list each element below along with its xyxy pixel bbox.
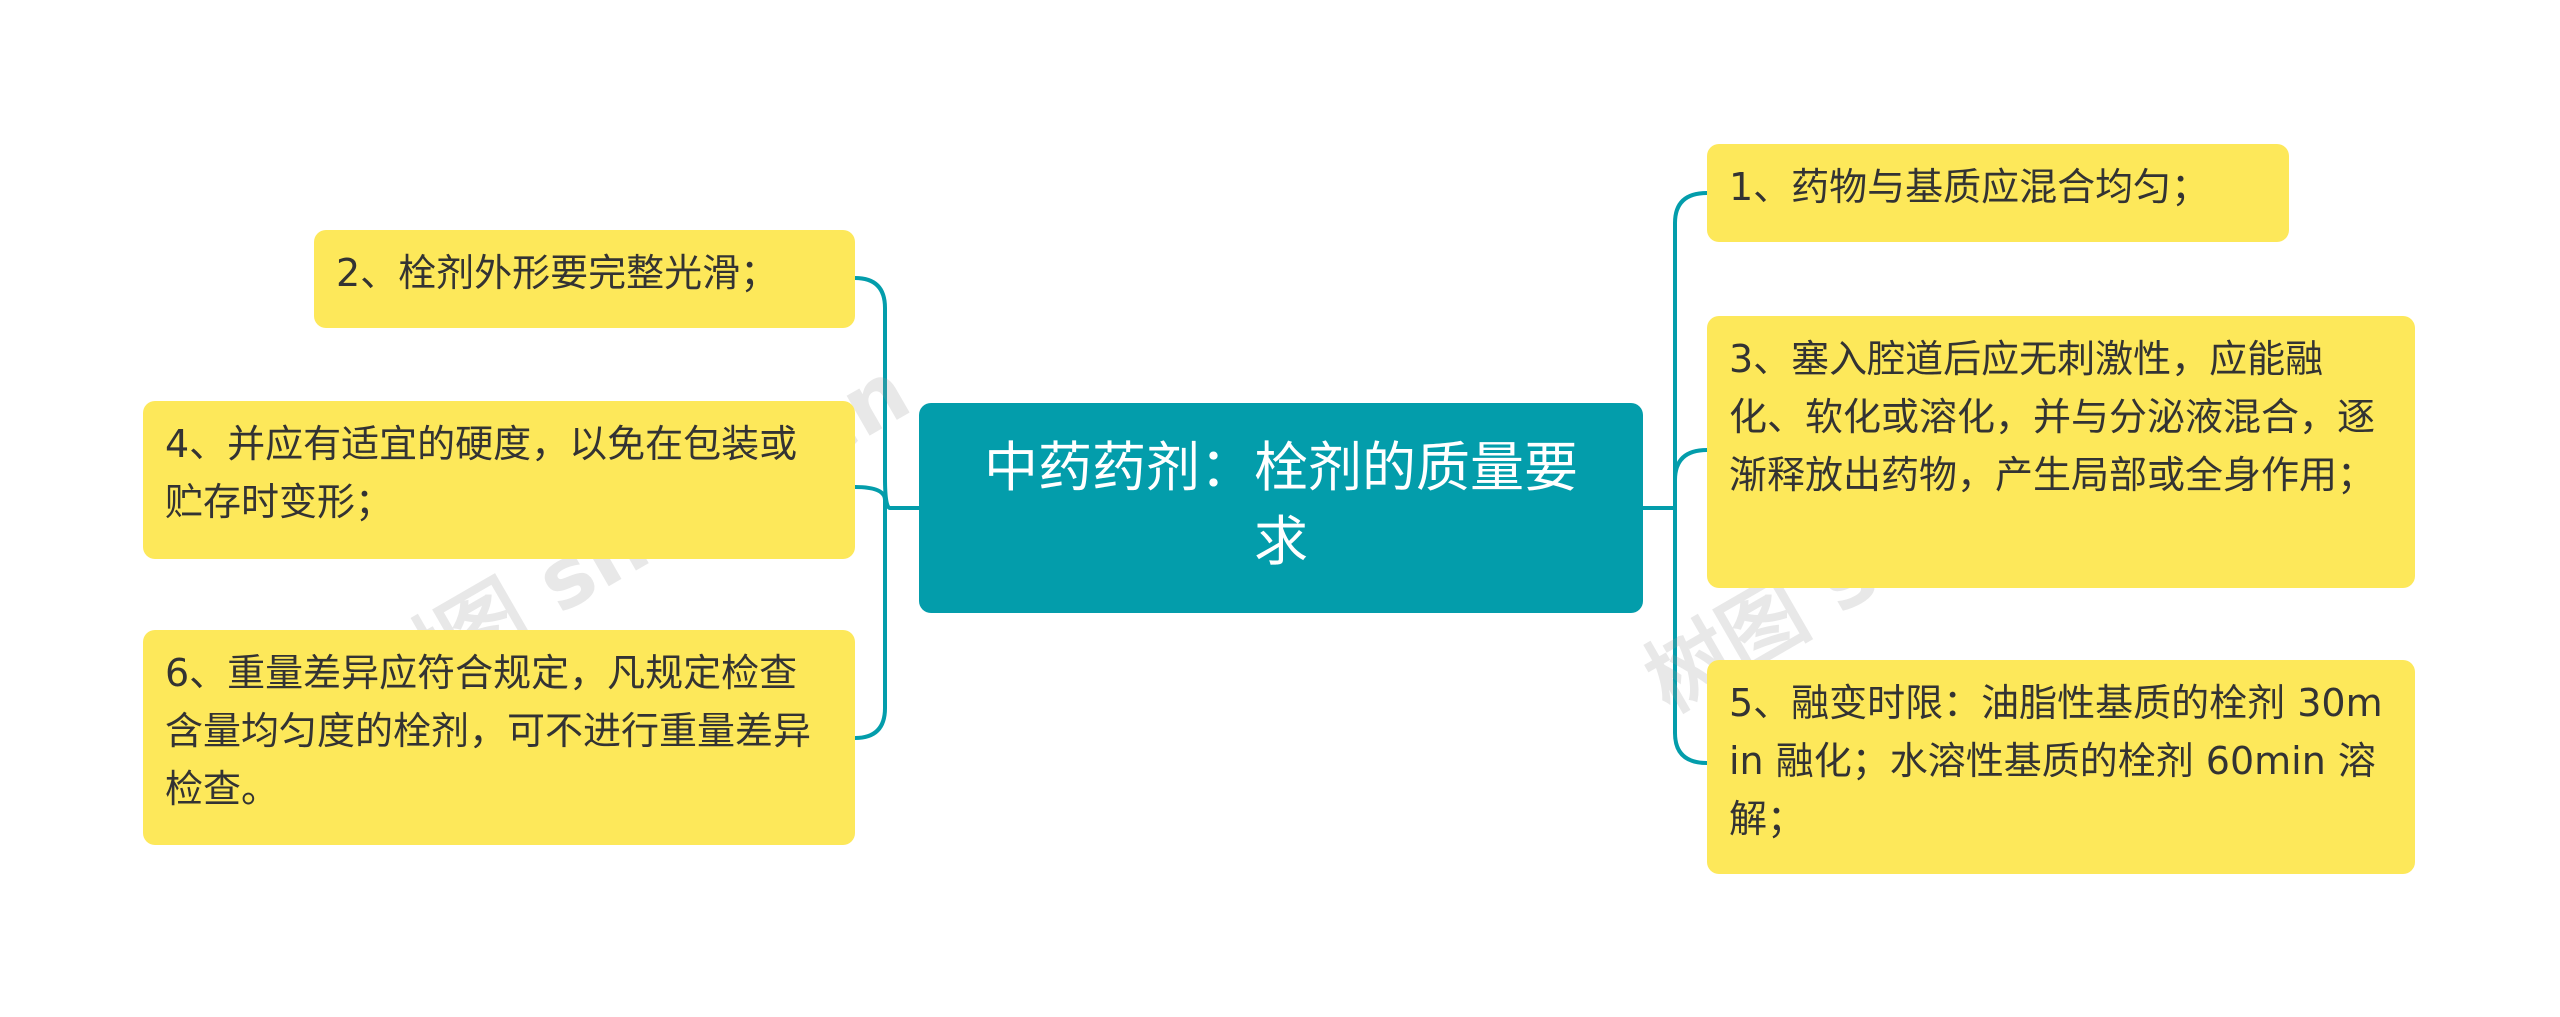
connector-left-1: [854, 276, 891, 510]
right-node-2-label: 3、塞入腔道后应无刺激性，应能融化、软化或溶化，并与分泌液混合，逐渐释放出药物，…: [1729, 337, 2376, 497]
right-node-2[interactable]: 3、塞入腔道后应无刺激性，应能融化、软化或溶化，并与分泌液混合，逐渐释放出药物，…: [1707, 316, 2415, 588]
root-topic-label: 中药药剂：栓剂的质量要求: [984, 436, 1578, 573]
left-node-1-label: 2、栓剂外形要完整光滑；: [336, 251, 779, 295]
right-node-3[interactable]: 5、融变时限：油脂性基质的栓剂 30min 融化；水溶性基质的栓剂 60min …: [1707, 660, 2415, 874]
root-topic[interactable]: 中药药剂：栓剂的质量要求: [919, 403, 1643, 613]
left-node-3-label: 6、重量差异应符合规定，凡规定检查含量均匀度的栓剂，可不进行重量差异检查。: [165, 651, 812, 811]
left-node-3[interactable]: 6、重量差异应符合规定，凡规定检查含量均匀度的栓剂，可不进行重量差异检查。: [143, 630, 855, 845]
right-node-1[interactable]: 1、药物与基质应混合均匀；: [1707, 144, 2289, 242]
left-node-1[interactable]: 2、栓剂外形要完整光滑；: [314, 230, 855, 328]
connector-right-2: [1673, 448, 1708, 508]
right-node-3-label: 5、融变时限：油脂性基质的栓剂 30min 融化；水溶性基质的栓剂 60min …: [1729, 681, 2383, 841]
right-node-1-label: 1、药物与基质应混合均匀；: [1729, 165, 2210, 209]
connector-right-3: [1673, 508, 1708, 765]
connector-left-2: [854, 485, 887, 508]
left-node-2[interactable]: 4、并应有适宜的硬度，以免在包装或贮存时变形；: [143, 401, 855, 559]
left-node-2-label: 4、并应有适宜的硬度，以免在包装或贮存时变形；: [165, 422, 798, 524]
connector-right-1: [1673, 191, 1708, 508]
connector-left-3: [854, 508, 887, 740]
